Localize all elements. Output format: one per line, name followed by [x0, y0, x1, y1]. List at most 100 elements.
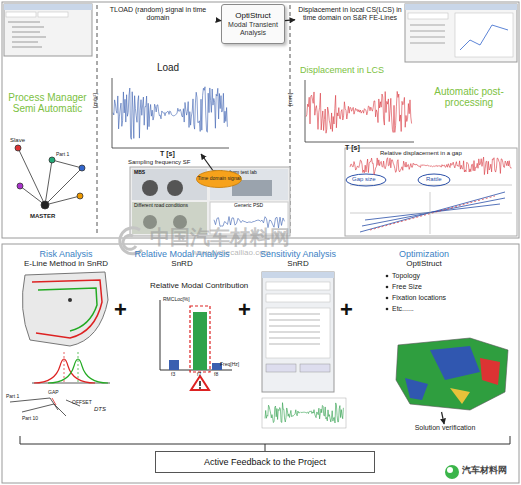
part-graph — [18, 148, 45, 205]
bullet-item: Topology — [392, 272, 420, 280]
rattle-chart — [346, 174, 386, 186]
sensitivity-screenshot — [262, 398, 346, 428]
software-screenshot — [12, 32, 40, 33]
software-screenshot — [12, 37, 46, 38]
bullet-dot — [386, 308, 389, 311]
flow-arrow — [285, 20, 295, 21]
door-part — [38, 288, 97, 331]
sensitivity-screenshot — [266, 282, 330, 290]
plot-axes — [112, 148, 229, 149]
dashed-divider — [97, 5, 98, 235]
node-title: Optimization — [399, 249, 449, 259]
sensitivity-screenshot — [269, 332, 320, 333]
gap-sketch — [22, 404, 66, 416]
part-graph — [15, 145, 21, 151]
software-screenshot — [12, 42, 38, 43]
distribution-curve — [32, 383, 110, 384]
door-part — [68, 298, 72, 302]
load-signal — [113, 87, 227, 140]
sensitivity-screenshot — [269, 344, 320, 345]
bullet-item: Etc...... — [392, 305, 414, 313]
photo-collage — [142, 180, 158, 196]
node-subtitle: E-Line Method in SnRD — [24, 259, 108, 268]
dimension-label: OFFSET — [72, 400, 92, 406]
process-box: OptiStructModal Transient Analysis — [221, 4, 285, 44]
rattle-chart — [418, 174, 450, 186]
photo-collage — [130, 167, 290, 236]
part-graph — [77, 193, 83, 199]
distribution-curve — [32, 352, 110, 383]
node-title: TLOAD (random) signal in time domain — [100, 6, 216, 22]
axis-label: RMCLoc[%] — [163, 297, 190, 303]
node-subtitle: SnRD — [171, 259, 192, 268]
gap-sketch — [52, 398, 56, 405]
sensitivity-screenshot — [266, 294, 330, 302]
chart-label: Rattle — [426, 176, 442, 183]
post-screenshot — [410, 31, 445, 32]
photo-collage — [130, 167, 290, 236]
sensitivity-screenshot — [269, 320, 320, 321]
gap-sketch — [10, 398, 58, 410]
plot-title: Displacement in LCS — [300, 66, 384, 76]
distribution-curve — [64, 352, 65, 383]
node-title: OptiStruct — [235, 11, 271, 20]
bar-label: f3 — [171, 372, 175, 378]
part-graph — [15, 145, 85, 209]
dashed-divider — [97, 5, 290, 235]
door-part — [32, 280, 102, 338]
displacement-signal — [306, 91, 412, 133]
bar-label: f7 — [197, 372, 201, 378]
axis-label: T [s] — [345, 144, 360, 152]
stage-title: Automatic post-processing — [422, 86, 516, 108]
post-screenshot — [405, 4, 517, 62]
bullet-dot — [386, 286, 389, 289]
bullet-dot — [386, 275, 389, 278]
plot-axes — [112, 78, 113, 148]
node-title: Active Feedback to the Project — [204, 457, 326, 467]
plus-sign: + — [114, 298, 127, 322]
axis-label: Freq[Hz] — [220, 362, 239, 368]
software-screenshot — [12, 27, 44, 28]
wechat-icon — [445, 465, 459, 479]
chart-label: Gap size — [352, 176, 376, 183]
step-heading: Risk AnalysisE-Line Method in SnRD — [14, 249, 118, 269]
part-graph — [45, 160, 52, 205]
bar-chart — [193, 312, 207, 370]
oval-outline — [197, 171, 242, 188]
post-screenshot — [410, 25, 445, 26]
step-heading: OptimizationOptiStruct — [368, 249, 480, 412]
part-graph — [52, 160, 82, 168]
gap-sketch — [10, 398, 80, 416]
flow-arrow — [442, 412, 445, 424]
sensitivity-screenshot — [262, 272, 334, 392]
distribution-curve — [78, 352, 79, 383]
photo-caption: Different road conditions — [134, 203, 188, 209]
gap-signal — [350, 157, 512, 175]
plot-axes — [305, 80, 306, 142]
sensitivity-signal — [265, 403, 343, 423]
rattle-chart — [362, 198, 505, 226]
step-heading: Relative Modal AnalysisSnRD — [128, 249, 236, 269]
axis-unit: [mm] — [287, 93, 294, 106]
bar-label: f8 — [214, 372, 218, 378]
part-graph — [79, 165, 85, 171]
wechat-icon — [445, 465, 459, 479]
feedback-box: Active Feedback to the Project — [155, 451, 375, 473]
step-heading: Sensitivity AnalysisSnRD — [252, 249, 344, 269]
bullet-item: Free Size — [392, 283, 422, 291]
node-title: Relative Modal Analysis — [134, 249, 229, 259]
warning-symbol — [191, 376, 209, 390]
photo-caption: MBS — [134, 170, 145, 176]
software-screenshot — [4, 4, 92, 56]
plot-axes — [305, 142, 414, 143]
signal-note: Displacement in local CS(LCS) in time do… — [295, 6, 405, 22]
optimized-part — [450, 388, 470, 404]
software-screenshot — [4, 4, 92, 56]
node-title: Sensitivity Analysis — [260, 249, 336, 259]
axis-note: Sampling frequency SF — [128, 159, 190, 166]
signal-note: TLOAD (random) signal in time domain — [100, 6, 216, 22]
node-subtitle: Modal Transient Analysis — [222, 21, 284, 37]
node-title: Risk Analysis — [39, 249, 92, 259]
watermark: 汽车材料网 — [462, 466, 507, 476]
